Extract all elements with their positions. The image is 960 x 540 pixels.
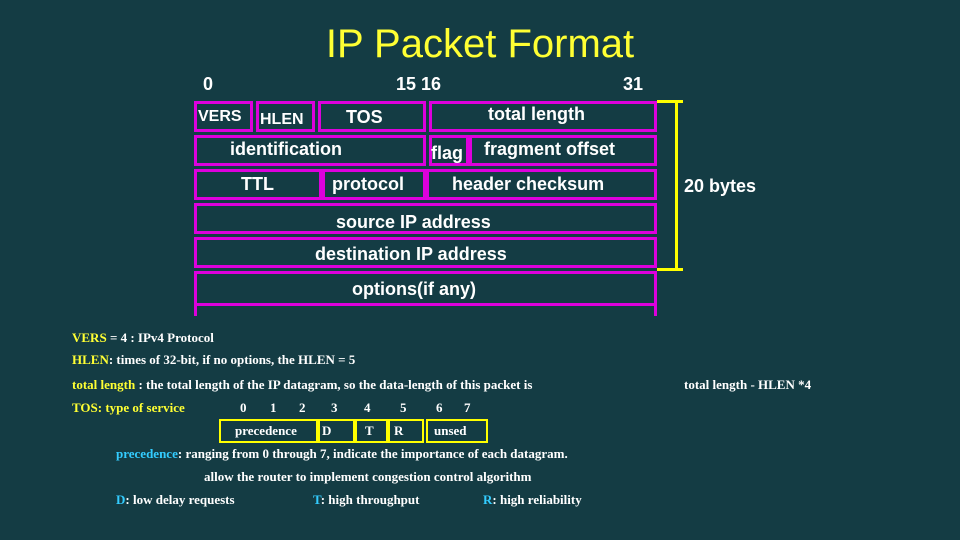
note-t-key: T	[313, 492, 321, 507]
note-d-key: D	[116, 492, 126, 507]
flag-label: flag	[431, 143, 464, 163]
note-tl-formula: total length - HLEN *4	[684, 377, 812, 392]
note-t: T: high throughput	[313, 492, 419, 508]
note-prec-key: precedence	[116, 446, 178, 461]
vers-label: VERS	[198, 108, 242, 125]
note-vers-key: VERS	[72, 330, 107, 345]
header-checksum-label: header checksum	[452, 174, 605, 194]
note-hlen: HLEN: times of 32-bit, if no options, th…	[72, 352, 355, 368]
bracket-vertical-line	[675, 102, 678, 268]
tos-bit-7: 7	[464, 400, 471, 415]
options-label: options(if any)	[352, 279, 476, 299]
note-hlen-key: HLEN	[72, 352, 109, 367]
ttl-label: TTL	[241, 174, 274, 194]
tos-d-label: D	[322, 423, 332, 438]
destination-ip-label: destination IP address	[315, 244, 507, 264]
tos-label: TOS	[346, 107, 383, 127]
note-precedence: precedence: ranging from 0 through 7, in…	[116, 446, 568, 462]
header-checksum-field	[426, 169, 657, 200]
tos-field	[318, 101, 426, 132]
header-size-label: 20 bytes	[684, 176, 757, 196]
tos-bit-3: 3	[331, 400, 338, 415]
tos-t-label: T	[365, 423, 374, 438]
protocol-field	[322, 169, 426, 200]
note-tl-key: total length	[72, 377, 136, 392]
identification-label: identification	[230, 139, 342, 159]
hlen-label: HLEN	[260, 111, 304, 128]
options-right-edge	[654, 304, 657, 316]
flag-field	[429, 135, 469, 166]
note-r: R: high reliability	[483, 492, 582, 508]
tos-precedence-label: precedence	[235, 423, 297, 438]
tos-precedence-box	[219, 419, 318, 443]
tos-bit-4: 4	[364, 400, 371, 415]
note-vers-text: = 4 : IPv4 Protocol	[106, 330, 214, 345]
bracket-top-line	[657, 100, 683, 103]
bit-0-label: 0	[203, 74, 214, 94]
vers-field	[194, 101, 253, 132]
bit-15-16-label: 15 16	[396, 74, 442, 94]
note-tl-text: : the total length of the IP datagram, s…	[135, 377, 533, 392]
options-left-edge	[194, 304, 197, 316]
note-r-key: R	[483, 492, 493, 507]
note-prec-text: : ranging from 0 through 7, indicate the…	[177, 446, 568, 461]
protocol-label: protocol	[332, 174, 404, 194]
fragment-offset-field	[469, 135, 657, 166]
tos-bit-6: 6	[436, 400, 443, 415]
ttl-field	[194, 169, 322, 200]
note-d: D: low delay requests	[116, 492, 235, 508]
tos-t-box	[355, 419, 388, 443]
tos-bit-5: 5	[400, 400, 407, 415]
source-ip-label: source IP address	[336, 212, 491, 232]
total-length-field	[429, 101, 657, 132]
options-field	[194, 271, 657, 306]
bit-31-label: 31	[623, 74, 644, 94]
tos-unused-box	[426, 419, 488, 443]
tos-bit-1: 1	[270, 400, 277, 415]
note-hlen-text: : times of 32-bit, if no options, the HL…	[108, 352, 356, 367]
identification-field	[194, 135, 426, 166]
fragment-offset-label: fragment offset	[484, 139, 616, 159]
note-vers: VERS = 4 : IPv4 Protocol	[72, 330, 214, 346]
note-d-text: : low delay requests	[125, 492, 235, 507]
tos-bit-0: 0	[240, 400, 247, 415]
bracket-bottom-line	[657, 268, 683, 271]
hlen-field	[256, 101, 315, 132]
destination-ip-field	[194, 237, 657, 268]
tos-r-label: R	[394, 423, 404, 438]
tos-bit-2: 2	[299, 400, 306, 415]
note-r-text: : high reliability	[492, 492, 582, 507]
note-precedence-2: allow the router to implement congestion…	[204, 469, 532, 484]
tos-d-box	[318, 419, 355, 443]
note-total-length: total length : the total length of the I…	[72, 377, 532, 393]
tos-r-box	[388, 419, 424, 443]
page-title: IP Packet Format	[325, 22, 635, 66]
tos-unused-label: unsed	[434, 423, 467, 438]
total-length-label: total length	[488, 104, 585, 124]
source-ip-field	[194, 203, 657, 234]
note-tos-key: TOS: type of service	[72, 400, 185, 415]
note-t-text: : high throughput	[320, 492, 420, 507]
